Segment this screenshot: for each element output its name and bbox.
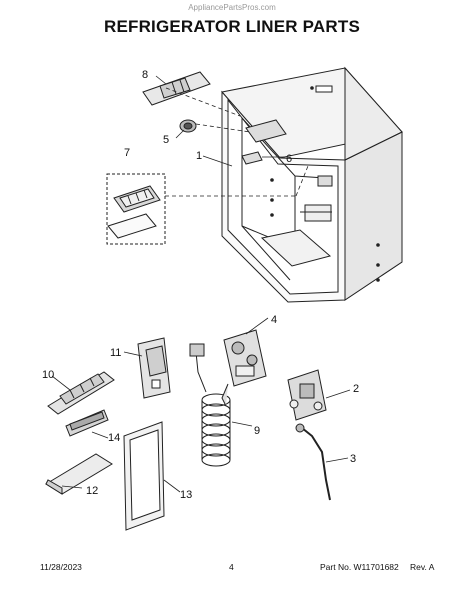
callout-10: 10	[42, 369, 54, 381]
callout-11: 11	[110, 347, 121, 359]
part-6-clip	[241, 151, 263, 165]
part-9-heater-coil	[189, 343, 231, 467]
callout-3: 3	[350, 453, 356, 465]
footer-part-number: Part No. W11701682	[320, 562, 399, 572]
part-8-air-duct	[142, 71, 211, 106]
part-11-bracket	[137, 337, 171, 399]
watermark: AppliancePartsPros.com	[188, 3, 276, 12]
callout-7: 7	[124, 147, 130, 159]
callout-12: 12	[86, 485, 98, 497]
callout-2: 2	[353, 383, 359, 395]
callout-5: 5	[163, 134, 169, 146]
leader-lines	[51, 75, 351, 493]
part-4-control-assembly	[221, 329, 267, 407]
part-14-filter	[65, 409, 109, 437]
callout-6: 6	[286, 153, 292, 165]
part-10-drain-trough	[47, 371, 115, 415]
page-title: REFRIGERATOR LINER PARTS	[103, 17, 361, 36]
refrigerator-liner	[221, 66, 403, 303]
part-7-crisper-controls	[106, 173, 166, 245]
part-2-water-valve	[287, 369, 327, 421]
callout-9: 9	[254, 425, 260, 437]
callout-numbers: 8 5 1 6 7 4 2 3 9 11 10 14 12 13	[42, 69, 359, 501]
callout-14: 14	[108, 432, 120, 444]
callout-13: 13	[180, 489, 192, 501]
part-12-tray	[45, 453, 113, 495]
callout-1: 1	[196, 150, 202, 162]
callout-8: 8	[142, 69, 148, 81]
part-3-water-tube	[295, 423, 331, 501]
part-5-grommet	[179, 119, 197, 133]
callout-4: 4	[271, 314, 277, 326]
part-13-cover-panel	[123, 421, 165, 531]
footer-page-number: 4	[229, 562, 234, 572]
footer-date: 11/28/2023	[40, 562, 82, 572]
footer-revision: Rev. A	[410, 562, 435, 572]
